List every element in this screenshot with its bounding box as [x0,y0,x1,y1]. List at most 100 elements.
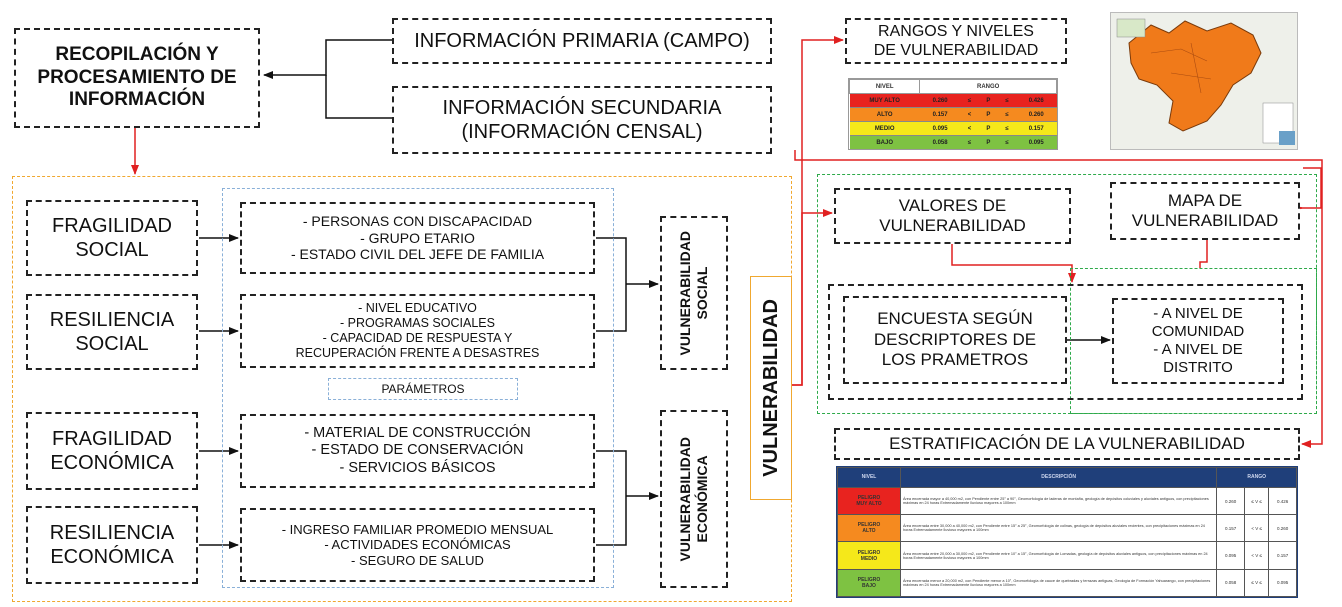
rangos-cell-low: 0.095 [919,121,961,136]
strat-cell-desc: Área encerrada mayor a 40,000 m2, con Pe… [899,486,1218,516]
encuesta-line: ENCUESTA SEGÚN [877,309,1033,329]
factor-line: ECONÓMICA [50,546,174,568]
rangos-title-line: DE VULNERABILIDAD [873,42,1039,59]
recopilacion-label: RECOPILACIÓN Y PROCESAMIENTO DE INFORMAC… [37,43,237,111]
map-image [1111,13,1297,149]
rangos-cell-p: P [978,107,998,122]
rangos-cell-op2: ≤ [998,93,1016,108]
arrow-secundaria [325,75,392,119]
encuesta-box: ENCUESTA SEGÚN DESCRIPTORES DE LOS PRAME… [843,296,1067,384]
info-primaria-box: INFORMACIÓN PRIMARIA (CAMPO) [392,18,772,64]
niveles-line: COMUNIDAD [1151,323,1245,340]
param-item: - PERSONAS CON DISCAPACIDAD [302,212,533,229]
rangos-cell-high: 0.157 [1015,121,1057,136]
valores-line: VULNERABILIDAD [879,216,1026,235]
estratificacion-label: ESTRATIFICACIÓN DE LA VULNERABILIDAD [889,433,1245,453]
valores-line: VALORES DE [898,195,1007,215]
strat-header-rango: RANGO [1216,467,1297,488]
rangos-cell-high: 0.095 [1015,135,1057,149]
factor-line: RESILIENCIA [49,522,175,544]
strat-cell-desc: Área encerrada entre 20,000 a 30,000 m2,… [899,541,1218,570]
rangos-cell-nivel: ALTO [849,107,920,122]
param-item: - ESTADO CIVIL DEL JEFE DE FAMILIA [290,246,545,263]
info-secundaria-box: INFORMACIÓN SECUNDARIA (INFORMACIÓN CENS… [392,86,772,154]
strat-cell-op: < V ≤ [1243,541,1270,570]
recopilacion-box: RECOPILACIÓN Y PROCESAMIENTO DE INFORMAC… [14,28,260,128]
arrow-to-estrat [794,150,1323,448]
factor-line: SOCIAL [75,333,149,355]
strat-cell-low: 0.058 [1216,568,1245,598]
rangos-cell-high: 0.426 [1015,93,1057,108]
niveles-box: - A NIVEL DE COMUNIDAD - A NIVEL DE DIST… [1112,298,1284,384]
encuesta-line: LOS PRAMETROS [881,350,1029,370]
param-item: - CAPACIDAD DE RESPUESTA Y [322,331,513,345]
strat-cell-desc: Área encerrada menor a 20,000 m2, con Pe… [899,568,1218,598]
vulnerabilidad-economica-label: VULNERABILIDAD ECONÓMICA [677,436,710,562]
parameters-frame [222,188,614,588]
rangos-cell-op1: ≤ [960,93,979,108]
vulnerabilidad-social-box: VULNERABILIDAD SOCIAL [660,216,728,370]
rangos-title-line: RANGOS Y NIVELES [878,22,1034,40]
params-fragilidad-economica: - MATERIAL DE CONSTRUCCIÓN - ESTADO DE C… [240,414,595,488]
strat-cell-low: 0.095 [1216,541,1245,570]
rangos-header-rango: RANGO [919,79,1057,94]
param-item: - INGRESO FAMILIAR PROMEDIO MENSUAL [281,521,554,537]
parametros-label-box: PARÁMETROS [328,378,518,400]
info-primaria-label: INFORMACIÓN PRIMARIA (CAMPO) [414,30,750,52]
params-resiliencia-economica: - INGRESO FAMILIAR PROMEDIO MENSUAL - AC… [240,508,595,582]
param-item: - ESTADO DE CONSERVACIÓN [311,442,524,459]
factor-line: FRAGILIDAD [51,428,173,450]
parametros-label: PARÁMETROS [381,381,465,396]
strat-cell-high: 0.426 [1268,486,1297,516]
strat-cell-high: 0.157 [1268,541,1297,570]
rangos-cell-low: 0.260 [919,93,961,108]
param-item: - NIVEL EDUCATIVO [358,301,477,315]
vulnerability-map-thumbnail [1110,12,1298,150]
strat-header-desc: DESCRIPCIÓN [899,467,1218,488]
mapa-line: VULNERABILIDAD [1131,211,1279,230]
rangos-cell-op2: ≤ [998,107,1016,122]
param-item: RECUPERACIÓN FRENTE A DESASTRES [295,346,540,360]
strat-cell-high: 0.095 [1268,568,1297,598]
strat-cell-low: 0.157 [1216,514,1245,543]
survey-inner-frame [1070,268,1317,414]
param-item: - GRUPO ETARIO [360,229,475,246]
param-item: - ACTIVIDADES ECONÓMICAS [324,537,511,553]
strat-cell-op: < V ≤ [1243,514,1270,543]
params-fragilidad-social: - PERSONAS CON DISCAPACIDAD - GRUPO ETAR… [240,202,595,274]
encuesta-frame [828,284,1303,400]
vulnerabilidad-label: VULNERABILIDAD [760,299,782,477]
strat-cell-op: ≤ V ≤ [1243,568,1270,598]
niveles-line: DISTRITO [1163,359,1233,376]
vulnerabilidad-box: VULNERABILIDAD [750,276,792,500]
rangos-cell-nivel: MUY ALTO [849,93,920,108]
resiliencia-economica-box: RESILIENCIA ECONÓMICA [26,506,198,584]
rangos-cell-op1: < [960,107,979,122]
niveles-line: - A NIVEL DE [1153,341,1243,358]
mapa-line: MAPA DE [1167,190,1243,210]
rangos-cell-high: 0.260 [1015,107,1057,122]
niveles-line: - A NIVEL DE [1153,305,1243,322]
rangos-cell-nivel: MEDIO [849,121,920,136]
strat-cell-op: ≤ V ≤ [1243,486,1270,516]
info-secundaria-label: INFORMACIÓN SECUNDARIA [442,97,722,119]
vulnerabilidad-economica-box: VULNERABILIDAD ECONÓMICA [660,410,728,588]
resiliencia-social-box: RESILIENCIA SOCIAL [26,294,198,370]
rangos-cell-p: P [978,121,998,136]
rangos-cell-op1: < [960,121,979,136]
rangos-header-nivel: NIVEL [848,79,921,94]
encuesta-line: DESCRIPTORES DE [873,329,1037,349]
factor-line: RESILIENCIA [49,309,175,331]
